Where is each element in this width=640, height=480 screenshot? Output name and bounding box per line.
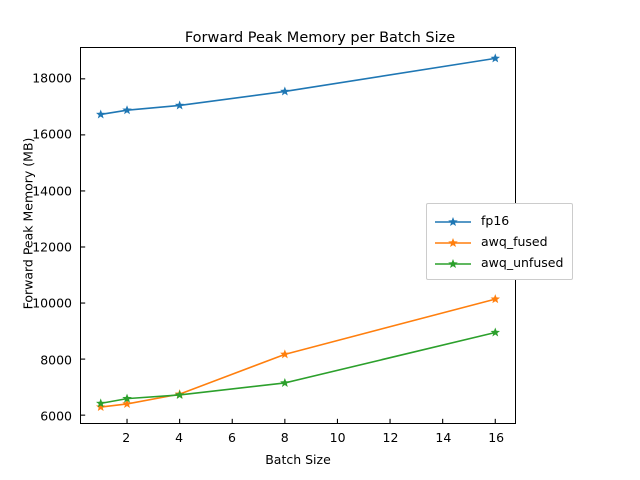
legend-item-awq_unfused: awq_unfused bbox=[434, 252, 563, 273]
x-axis-tick-labels: 2 4 6 8 10 12 14 16 bbox=[80, 430, 516, 448]
series-awq_unfused bbox=[95, 327, 501, 408]
y-tick-label: 16000 bbox=[32, 126, 72, 142]
data-point-marker bbox=[490, 294, 501, 304]
y-tick-label: 6000 bbox=[40, 408, 72, 424]
plot-svg bbox=[81, 53, 501, 423]
series-fp16 bbox=[95, 53, 501, 119]
data-point-marker bbox=[490, 327, 501, 337]
data-point-marker bbox=[280, 86, 290, 96]
legend-item-fp16: fp16 bbox=[434, 210, 563, 231]
data-point-marker bbox=[174, 389, 185, 399]
x-tick-label: 14 bbox=[435, 430, 452, 445]
x-tick-label: 2 bbox=[122, 430, 131, 445]
series-awq_fused bbox=[95, 294, 501, 412]
data-point-marker bbox=[122, 105, 132, 115]
data-point-marker bbox=[122, 393, 132, 403]
legend-label: fp16 bbox=[481, 212, 510, 228]
series-line bbox=[99, 298, 497, 408]
data-point-marker bbox=[280, 349, 290, 359]
series-line bbox=[99, 331, 497, 405]
data-point-marker bbox=[174, 100, 185, 110]
legend-swatch-icon bbox=[434, 214, 472, 228]
chart-legend: fp16 awq_fused awq_unfused bbox=[426, 203, 574, 280]
legend-label: awq_fused bbox=[481, 233, 548, 249]
x-tick-label: 10 bbox=[329, 430, 346, 445]
x-tick-label: 8 bbox=[280, 430, 289, 445]
data-point-marker bbox=[95, 109, 106, 119]
data-point-marker bbox=[490, 53, 501, 63]
y-tick-label: 10000 bbox=[32, 295, 72, 311]
y-tick-label: 8000 bbox=[40, 352, 72, 368]
y-tick-label: 18000 bbox=[32, 70, 72, 86]
chart-title: Forward Peak Memory per Batch Size bbox=[184, 30, 456, 46]
y-tick-label: 14000 bbox=[32, 183, 72, 199]
data-point-marker bbox=[95, 402, 106, 412]
x-axis-label: Batch Size bbox=[265, 452, 331, 467]
legend-swatch-icon bbox=[434, 256, 472, 270]
legend-swatch-icon bbox=[434, 235, 472, 249]
x-tick-label: 12 bbox=[382, 430, 399, 445]
data-point-marker bbox=[122, 398, 132, 408]
y-axis-tick-labels: 6000 8000 10000 12000 14000 16000 18000 bbox=[0, 47, 72, 424]
legend-label: awq_unfused bbox=[481, 254, 564, 270]
x-tick-label: 16 bbox=[488, 430, 505, 445]
data-point-marker bbox=[95, 398, 106, 408]
legend-item-awq_fused: awq_fused bbox=[434, 231, 563, 252]
series-line bbox=[99, 57, 497, 116]
x-tick-label: 6 bbox=[227, 430, 236, 445]
y-tick-label: 12000 bbox=[32, 239, 72, 255]
data-point-marker bbox=[280, 377, 290, 387]
x-tick-label: 4 bbox=[175, 430, 184, 445]
